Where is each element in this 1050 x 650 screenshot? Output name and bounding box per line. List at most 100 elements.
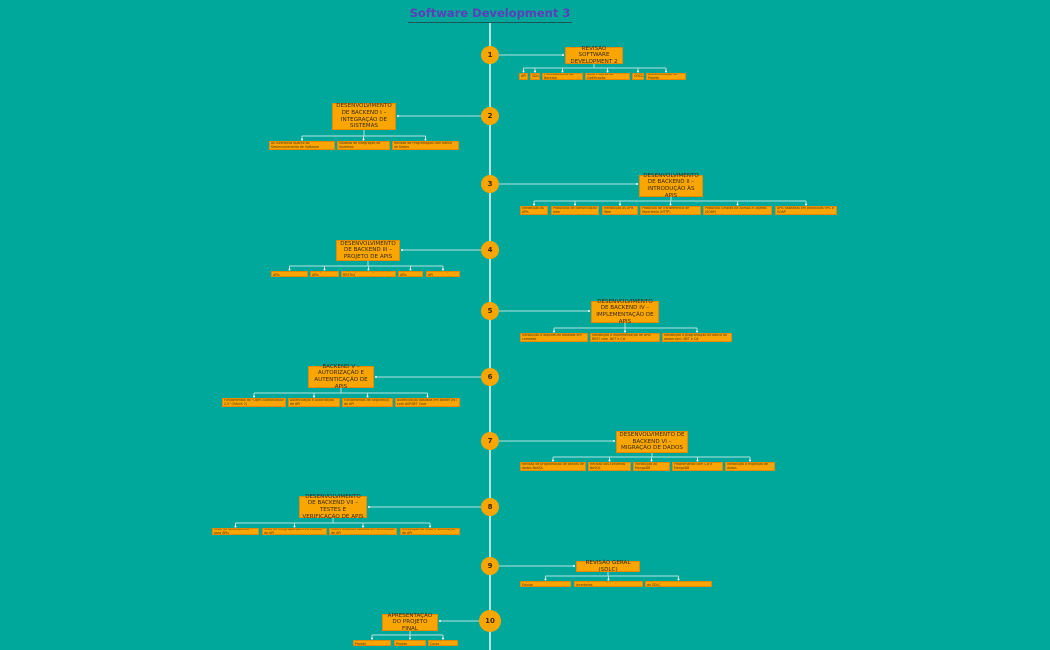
section-title-node[interactable]: DESENVOLVIMENTO DE BACKEND II – INTRODUÇ…	[639, 173, 703, 199]
topic-node[interactable]: Testes unitários focados em verificação …	[329, 528, 397, 535]
step-number-circle[interactable]: 5	[481, 302, 499, 320]
topic-node[interactable]: Autenticação baseada em Bearer JWT com A…	[395, 398, 460, 407]
section-title-node[interactable]: APRESENTAÇÃO DO PROJETO FINAL	[382, 613, 438, 632]
connector-dot	[442, 268, 444, 271]
topic-node[interactable]: Estratégias de Mitigação de Riscos e Inc…	[574, 581, 643, 587]
topic-node[interactable]: Autenticação e Autorização de API	[288, 398, 340, 407]
connector-dot	[561, 70, 564, 73]
connector-dot	[533, 203, 535, 206]
topic-node[interactable]: O ciclo de vida das APIs	[271, 271, 308, 277]
step-number-circle[interactable]: 4	[481, 241, 499, 259]
topic-node[interactable]: As Incertezas quanto ao Desenvolvimento …	[269, 141, 335, 150]
connector-dot	[573, 565, 575, 567]
connector-dot	[293, 525, 296, 528]
connector-dot	[619, 203, 621, 206]
connector-dot	[696, 330, 698, 333]
topic-node[interactable]: APIs baseadas em protocolos RPC e SOAP	[775, 206, 837, 215]
topic-node[interactable]: Teste de integração para verificação de …	[262, 528, 327, 535]
connector-dot	[288, 268, 291, 271]
topic-node[interactable]: Documentação do Projeto	[646, 73, 686, 80]
topic-node[interactable]: SDLC	[530, 73, 540, 80]
topic-node[interactable]: Introdução ao MongoDB	[633, 462, 670, 471]
topic-node[interactable]: Introdução à migração de dados	[725, 462, 775, 471]
step-number-circle[interactable]: 2	[481, 107, 499, 125]
topic-node[interactable]: Organização e Diretrizes de Equipe	[520, 581, 571, 587]
topic-node[interactable]: Revisão dos conceitos NoSQL	[588, 462, 631, 471]
topic-node[interactable]: Protocolo Simples de Acesso a Objetos (S…	[703, 206, 772, 215]
connector-dot	[367, 268, 370, 271]
connector-dot	[534, 70, 536, 73]
topic-node[interactable]: O negócio de APIs	[310, 271, 339, 277]
topic-node[interactable]: Revisão de programação de bancos de dado…	[520, 462, 586, 471]
topic-node[interactable]: API	[519, 73, 528, 80]
connector-dot	[588, 310, 590, 312]
topic-node[interactable]: Protocolo de Transferência de Hipertexto…	[640, 206, 701, 215]
connector-dot	[409, 268, 412, 271]
topic-node[interactable]: Boas Práticas de Codificação	[585, 73, 630, 80]
connector-dot	[401, 249, 403, 251]
topic-node[interactable]: Feedback do Projeto	[394, 640, 426, 646]
topic-node[interactable]: Introdução à programação de banco de dad…	[662, 333, 732, 342]
connector-dot	[362, 138, 365, 141]
topic-node[interactable]: Programando com C# e MongoDB	[672, 462, 723, 471]
section-title-node[interactable]: DESENVOLVIMENTO DE BACKEND IV – IMPLEMEN…	[591, 299, 659, 325]
topic-node[interactable]: Introdução ao Teste e Verificação de API	[400, 528, 460, 535]
step-number-circle[interactable]: 7	[481, 432, 499, 450]
section-title-node[interactable]: REVISÃO GERAL (SDLC)	[576, 560, 640, 573]
section-title-node[interactable]: BACKEND V – AUTORIZAÇÃO E AUTENTICAÇÃO D…	[308, 364, 374, 390]
connector-dot	[301, 138, 303, 141]
title-underline	[408, 22, 572, 23]
connector-dot	[665, 70, 667, 73]
section-title-node[interactable]: DESENVOLVIMENTO DE BACKEND VII – TESTES …	[299, 494, 367, 520]
connector-dot	[522, 70, 525, 73]
section-title-node[interactable]: DESENVOLVIMENTO DE BACKEND I – INTEGRAÇÃ…	[332, 103, 396, 130]
connector-dot	[650, 459, 653, 462]
connector-dot	[397, 115, 399, 117]
step-number-circle[interactable]: 8	[481, 498, 499, 516]
connector-dot	[552, 459, 554, 462]
section-title-node[interactable]: DESENVOLVIMENTO DE BACKEND III – PROJETO…	[336, 240, 400, 261]
topic-node[interactable]: Fundamentos de Segurança de API	[342, 398, 393, 407]
topic-node[interactable]: Protocolos de comunicação web	[551, 206, 599, 215]
connector-dot	[736, 203, 739, 206]
connector-dot	[677, 578, 680, 581]
timeline-spine	[489, 23, 491, 650]
topic-node[interactable]: Introdução à arquitetura baseada em cama…	[520, 333, 588, 342]
connector-dot	[253, 395, 255, 398]
connector-dot	[313, 395, 315, 398]
connector-dot	[368, 506, 370, 508]
topic-node[interactable]: Modelos de Integração de Sistemas	[337, 141, 390, 150]
topic-node[interactable]: Apresentação do Projeto	[353, 640, 391, 646]
step-number-circle[interactable]: 3	[481, 175, 499, 193]
topic-node[interactable]: Introdução às APIs	[520, 206, 548, 215]
connector-dot	[424, 138, 427, 141]
step-number-circle[interactable]: 10	[479, 610, 501, 632]
connector-dot	[234, 525, 237, 528]
topic-node[interactable]: Revisão de Artefatos e Boas Práticas do …	[645, 581, 712, 587]
section-title-node[interactable]: DESENVOLVIMENTO DE BACKEND VI – MIGRAÇÃO…	[616, 431, 688, 453]
step-number-circle[interactable]: 6	[481, 368, 499, 386]
connector-dot	[637, 70, 639, 73]
topic-node[interactable]: Teste de desempenho para APIs	[212, 528, 259, 535]
connector-dot	[613, 440, 615, 442]
topic-node[interactable]: Gestão de APIs	[398, 271, 423, 277]
connector-dot	[636, 183, 638, 185]
section-title-node[interactable]: REVISÃO SOFTWARE DEVELOPMENT 2	[565, 46, 623, 65]
connector-dot	[429, 525, 431, 528]
connector-dot	[805, 203, 807, 206]
step-number-circle[interactable]: 9	[481, 557, 499, 575]
topic-node[interactable]: Documentação de API	[426, 271, 460, 277]
topic-node[interactable]: Introdução às APIs Web	[602, 206, 638, 215]
topic-node[interactable]: Processamento do Backlog	[542, 73, 583, 80]
connector-dot	[544, 578, 547, 581]
topic-node[interactable]: Fundamentos do "Open Authorization 2.0" …	[222, 398, 286, 407]
topic-node[interactable]: Introdução ao design de APIs RESTful	[341, 271, 396, 277]
connector-dot	[696, 459, 699, 462]
connector-dot	[426, 395, 429, 398]
topic-node[interactable]: Revisão da Programação com Banco de Dado…	[392, 141, 459, 150]
topic-node[interactable]: Avaliação do Curso	[428, 640, 458, 646]
topic-node[interactable]: OOCD	[632, 73, 644, 80]
topic-node[interactable]: Introdução à implementação de APIs REST …	[590, 333, 660, 342]
connector-dot	[375, 376, 377, 378]
step-number-circle[interactable]: 1	[481, 46, 499, 64]
